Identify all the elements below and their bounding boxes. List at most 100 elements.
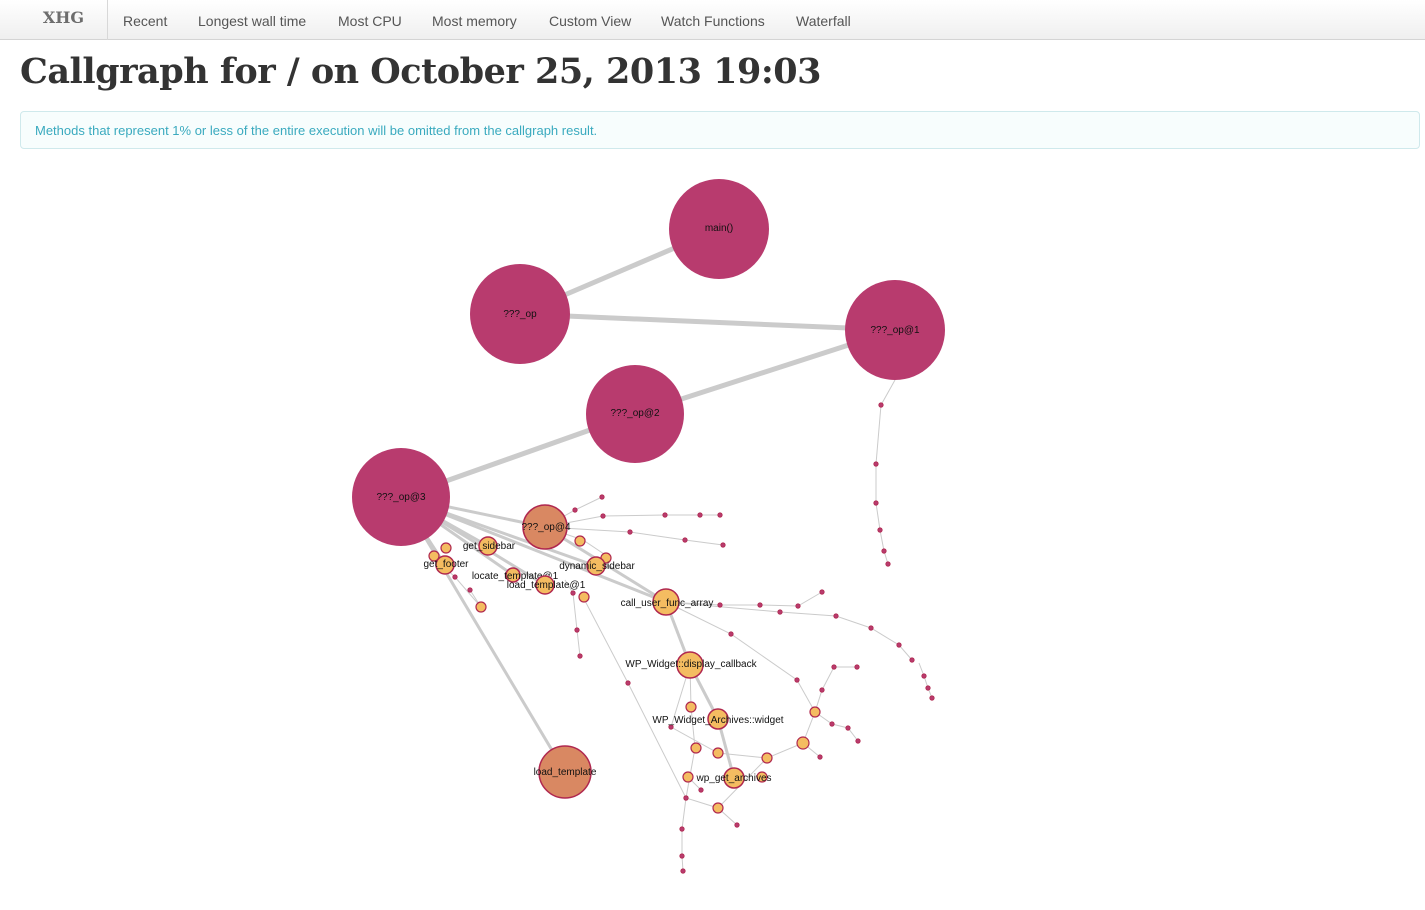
leaf-node[interactable] — [717, 512, 723, 518]
leaf-node[interactable] — [662, 512, 668, 518]
leaf-node[interactable] — [679, 853, 685, 859]
leaf-node[interactable] — [873, 500, 879, 506]
leaf-node[interactable] — [794, 677, 800, 683]
leaf-node[interactable] — [574, 627, 580, 633]
node-circle[interactable] — [435, 555, 455, 575]
nav-most-memory[interactable]: Most memory — [432, 13, 517, 29]
node-load-template1[interactable]: load_template@1 — [507, 575, 586, 595]
leaf-node[interactable] — [877, 527, 883, 533]
node-circle[interactable] — [522, 504, 568, 550]
leaf-node[interactable] — [878, 402, 884, 408]
leaf-node[interactable] — [720, 542, 726, 548]
leaf-node[interactable] — [625, 680, 631, 686]
node-circle[interactable] — [586, 556, 606, 576]
nav-most-cpu[interactable]: Most CPU — [338, 13, 402, 29]
leaf-node[interactable] — [698, 787, 704, 793]
minor-call-node[interactable] — [712, 747, 724, 759]
node-circle[interactable] — [707, 708, 729, 730]
leaf-node[interactable] — [868, 625, 874, 631]
leaf-node[interactable] — [845, 725, 851, 731]
leaf-node[interactable] — [734, 822, 740, 828]
node-dynamic-sidebar[interactable]: dynamic_sidebar — [559, 556, 635, 576]
node-circle[interactable] — [676, 651, 704, 679]
node-circle[interactable] — [586, 365, 684, 463]
leaf-node[interactable] — [777, 609, 783, 615]
node-circle[interactable] — [538, 745, 592, 799]
minor-call-node[interactable] — [682, 771, 694, 783]
leaf-node[interactable] — [819, 687, 825, 693]
node-locate-template1[interactable]: locate_template@1 — [472, 567, 559, 583]
leaf-node[interactable] — [819, 589, 825, 595]
leaf-node[interactable] — [855, 738, 861, 744]
node-op[interactable]: ???_op — [470, 264, 570, 364]
minor-call-node[interactable] — [761, 752, 773, 764]
leaf-node[interactable] — [925, 685, 931, 691]
node-op1[interactable]: ???_op@1 — [845, 280, 945, 380]
node-get-footer[interactable]: get_footer — [423, 555, 469, 575]
nav-custom-view[interactable]: Custom View — [549, 13, 632, 29]
leaf-node[interactable] — [885, 561, 891, 567]
leaf-node[interactable] — [682, 537, 688, 543]
node-wp-get-archives[interactable]: wp_get_archives — [695, 767, 772, 789]
node-circle[interactable] — [478, 536, 498, 556]
leaf-node[interactable] — [467, 587, 473, 593]
leaf-node[interactable] — [929, 695, 935, 701]
nav-watch-functions[interactable]: Watch Functions — [661, 13, 765, 29]
leaf-node[interactable] — [829, 721, 835, 727]
leaf-node[interactable] — [896, 642, 902, 648]
node-get-sidebar[interactable]: get_sidebar — [463, 536, 516, 556]
minor-call-node[interactable] — [440, 542, 452, 554]
node-main[interactable]: main() — [669, 179, 769, 279]
leaf-node[interactable] — [683, 795, 689, 801]
minor-call-node[interactable] — [712, 802, 724, 814]
leaf-node[interactable] — [854, 664, 860, 670]
leaf-node[interactable] — [697, 512, 703, 518]
minor-call-node[interactable] — [796, 736, 810, 750]
leaf-node[interactable] — [572, 507, 578, 513]
leaf-node[interactable] — [577, 653, 583, 659]
node-op3[interactable]: ???_op@3 — [352, 448, 450, 546]
node-circle[interactable] — [669, 179, 769, 279]
node-load-template[interactable]: load_template — [534, 745, 597, 799]
node-circle[interactable] — [723, 767, 745, 789]
node-circle[interactable] — [652, 588, 680, 616]
minor-call-node[interactable] — [756, 771, 768, 783]
nav-recent[interactable]: Recent — [123, 13, 168, 29]
leaf-node[interactable] — [881, 548, 887, 554]
nav-longest-wall-time[interactable]: Longest wall time — [198, 13, 307, 29]
leaf-node[interactable] — [600, 513, 606, 519]
leaf-node[interactable] — [627, 529, 633, 535]
leaf-node[interactable] — [599, 494, 605, 500]
minor-call-node[interactable] — [685, 701, 697, 713]
brand-logo[interactable]: XHG — [20, 0, 108, 40]
minor-call-node[interactable] — [809, 706, 821, 718]
leaf-node[interactable] — [817, 754, 823, 760]
leaf-node[interactable] — [680, 868, 686, 874]
node-op4[interactable]: ???_op@4 — [521, 504, 571, 550]
leaf-node[interactable] — [921, 673, 927, 679]
minor-call-node[interactable] — [475, 601, 487, 613]
minor-call-node[interactable] — [574, 535, 586, 547]
node-circle[interactable] — [470, 264, 570, 364]
node-display-callback[interactable]: WP_Widget::display_callback — [625, 651, 758, 679]
leaf-node[interactable] — [570, 590, 576, 596]
leaf-node[interactable] — [757, 602, 763, 608]
minor-call-node[interactable] — [690, 742, 702, 754]
node-circle[interactable] — [505, 567, 521, 583]
leaf-node[interactable] — [717, 602, 723, 608]
node-circle[interactable] — [845, 280, 945, 380]
leaf-node[interactable] — [909, 657, 915, 663]
minor-call-node[interactable] — [578, 591, 590, 603]
node-archives-widget[interactable]: WP_Widget_Archives::widget — [652, 708, 784, 730]
leaf-node[interactable] — [873, 461, 879, 467]
leaf-node[interactable] — [795, 603, 801, 609]
node-call-user-func-array[interactable]: call_user_func_array — [621, 588, 714, 616]
minor-call-node[interactable] — [428, 550, 440, 562]
nav-waterfall[interactable]: Waterfall — [796, 13, 851, 29]
leaf-node[interactable] — [728, 631, 734, 637]
leaf-node[interactable] — [833, 613, 839, 619]
node-circle[interactable] — [535, 575, 555, 595]
node-op2[interactable]: ???_op@2 — [586, 365, 684, 463]
node-circle[interactable] — [352, 448, 450, 546]
